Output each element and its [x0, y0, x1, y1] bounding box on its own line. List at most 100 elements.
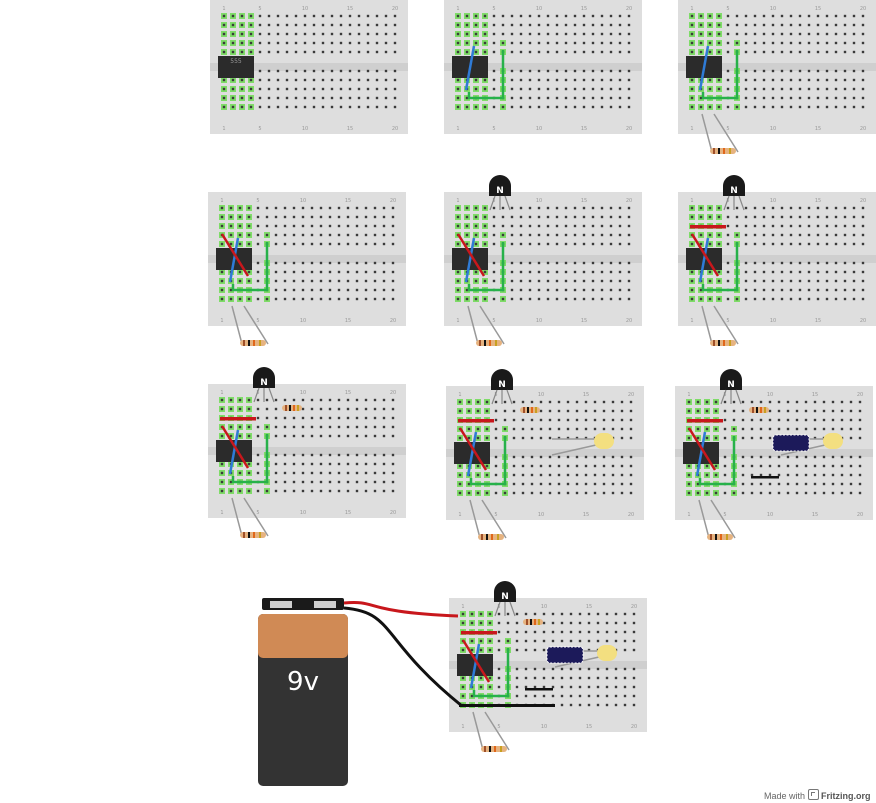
- column-label: 10: [536, 318, 542, 324]
- breadboard-hole: [312, 41, 316, 45]
- breadboard-hole: [807, 233, 811, 237]
- breadboard-hole: [831, 473, 835, 477]
- breadboard-hole: [834, 242, 838, 246]
- breadboard-hole: [222, 32, 226, 36]
- breadboard-hole: [294, 87, 298, 91]
- breadboard-hole: [771, 206, 775, 210]
- breadboard-hole: [285, 87, 289, 91]
- breadboard-hole: [461, 648, 465, 652]
- breadboard-hole: [303, 78, 307, 82]
- breadboard-hole: [229, 398, 233, 402]
- made-with-text: Made with: [764, 791, 806, 801]
- breadboard-hole: [717, 87, 721, 91]
- breadboard-hole: [519, 87, 523, 91]
- breadboard-hole: [346, 261, 350, 265]
- breadboard-hole: [483, 233, 487, 237]
- breadboard-hole: [276, 32, 280, 36]
- breadboard-hole: [384, 87, 388, 91]
- breadboard-hole: [627, 206, 631, 210]
- breadboard-hole: [602, 400, 606, 404]
- breadboard-hole: [330, 96, 334, 100]
- breadboard-hole: [762, 261, 766, 265]
- breadboard-hole: [726, 270, 730, 274]
- breadboard-hole: [627, 224, 631, 228]
- resistor-band: [243, 340, 245, 346]
- breadboard-hole: [510, 215, 514, 219]
- column-label: 1: [220, 510, 223, 516]
- breadboard-hole: [708, 105, 712, 109]
- breadboard-hole: [735, 32, 739, 36]
- breadboard-hole: [555, 14, 559, 18]
- breadboard-hole: [593, 464, 597, 468]
- breadboard-hole: [265, 297, 269, 301]
- breadboard-hole: [366, 50, 370, 54]
- breadboard-hole: [611, 473, 615, 477]
- breadboard-hole: [310, 224, 314, 228]
- breadboard-hole: [312, 96, 316, 100]
- breadboard-hole: [283, 215, 287, 219]
- breadboard-hole: [548, 482, 552, 486]
- breadboard-hole: [249, 32, 253, 36]
- breadboard-hole: [328, 297, 332, 301]
- column-label: 15: [815, 126, 821, 132]
- breadboard-hole: [519, 96, 523, 100]
- breadboard-hole: [609, 215, 613, 219]
- breadboard-hole: [494, 409, 498, 413]
- breadboard-hole: [546, 233, 550, 237]
- breadboard-hole: [834, 23, 838, 27]
- breadboard-hole: [795, 464, 799, 468]
- column-label: 1: [461, 604, 464, 610]
- breadboard-hole: [283, 489, 287, 493]
- breadboard-hole: [780, 261, 784, 265]
- resistor-lead: [472, 711, 484, 751]
- breadboard-hole: [220, 434, 224, 438]
- breadboard-hole: [582, 297, 586, 301]
- breadboard-hole: [753, 78, 757, 82]
- column-label: 5: [726, 318, 729, 324]
- breadboard-hole: [771, 87, 775, 91]
- breadboard-hole: [858, 418, 862, 422]
- breadboard-hole: [346, 471, 350, 475]
- breadboard-hole: [816, 261, 820, 265]
- breadboard-hole: [618, 242, 622, 246]
- breadboard-hole: [623, 639, 627, 643]
- breadboard-hole: [717, 32, 721, 36]
- breadboard-hole: [584, 427, 588, 431]
- breadboard-hole: [346, 398, 350, 402]
- breadboard-hole: [566, 482, 570, 486]
- breadboard-hole: [301, 453, 305, 457]
- breadboard-hole: [488, 612, 492, 616]
- breadboard-hole: [393, 14, 397, 18]
- breadboard-hole: [587, 612, 591, 616]
- jumper-wire-red: [220, 233, 250, 277]
- breadboard-hole: [804, 409, 808, 413]
- breadboard-hole: [301, 224, 305, 228]
- breadboard-hole: [528, 87, 532, 91]
- breadboard-hole: [843, 233, 847, 237]
- breadboard-hole: [849, 427, 853, 431]
- breadboard-hole: [807, 41, 811, 45]
- breadboard-hole: [366, 96, 370, 100]
- breadboard-hole: [301, 471, 305, 475]
- breadboard-hole: [753, 206, 757, 210]
- breadboard-hole: [777, 482, 781, 486]
- breadboard-hole: [506, 630, 510, 634]
- resistor-band: [497, 534, 499, 540]
- breadboard-hole: [247, 233, 251, 237]
- breadboard-hole: [274, 233, 278, 237]
- breadboard-hole: [852, 32, 856, 36]
- breadboard-hole: [375, 87, 379, 91]
- breadboard-hole: [492, 279, 496, 283]
- breadboard-hole: [618, 288, 622, 292]
- breadboard-hole: [632, 667, 636, 671]
- breadboard-hole: [521, 464, 525, 468]
- breadboard-hole: [600, 279, 604, 283]
- breadboard-hole: [566, 427, 570, 431]
- breadboard-hole: [858, 491, 862, 495]
- breadboard-hole: [465, 41, 469, 45]
- resistor-band: [764, 407, 766, 413]
- breadboard-hole: [546, 261, 550, 265]
- breadboard-hole: [283, 480, 287, 484]
- column-label: 5: [494, 392, 497, 398]
- breadboard-hole: [474, 270, 478, 274]
